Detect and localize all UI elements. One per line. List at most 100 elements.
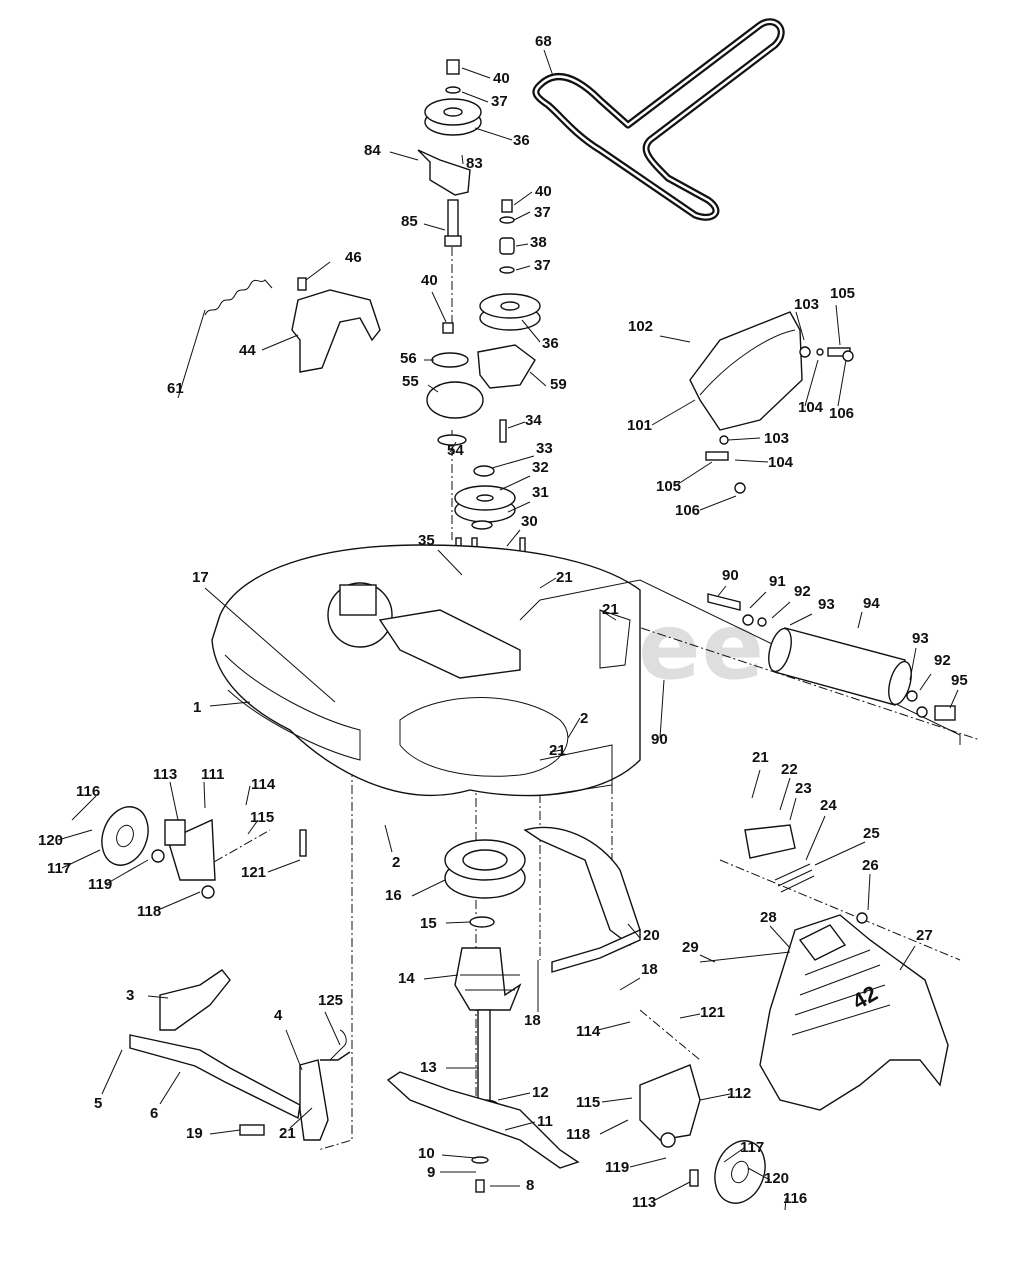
callout-leader: [529, 371, 547, 387]
callout-105: 105: [656, 478, 681, 495]
callout-leader: [919, 673, 932, 691]
callout-leader: [674, 461, 713, 487]
callout-leader: [61, 849, 101, 869]
callout-19: 19: [186, 1125, 203, 1142]
callout-leader: [659, 335, 691, 343]
callout-105: 105: [830, 285, 855, 302]
callout-4: 4: [274, 1007, 283, 1024]
callout-leader: [101, 1049, 123, 1095]
callout-leader: [427, 384, 439, 393]
callout-leader: [734, 459, 769, 463]
callout-30: 30: [521, 513, 538, 530]
callout-90: 90: [651, 731, 668, 748]
callout-37: 37: [534, 204, 551, 221]
callout-114: 114: [251, 776, 276, 793]
callout-leader: [437, 549, 463, 576]
callout-leader: [699, 954, 716, 963]
discharge-chute: 42: [699, 824, 949, 1111]
callout-84: 84: [364, 142, 381, 159]
callout-25: 25: [863, 825, 880, 842]
callout-leader: [461, 91, 489, 103]
callout-106: 106: [675, 502, 700, 519]
callout-leader: [599, 1119, 629, 1135]
callout-6: 6: [150, 1105, 158, 1122]
callout-93: 93: [818, 596, 835, 613]
gauge-wheel-left: [101, 806, 307, 899]
callout-leader: [245, 785, 251, 806]
callout-leader: [949, 689, 959, 709]
callout-leader: [599, 609, 617, 621]
callout-90: 90: [722, 567, 739, 584]
callout-leader: [515, 243, 529, 247]
callout-21: 21: [556, 569, 573, 586]
callout-119: 119: [88, 876, 112, 893]
callout-leader: [857, 611, 863, 629]
callout-40: 40: [493, 70, 510, 87]
callout-16: 16: [385, 887, 402, 904]
callout-leader: [789, 613, 813, 626]
callout-leader: [627, 923, 641, 939]
callout-leader: [445, 921, 471, 924]
callout-116: 116: [783, 1190, 807, 1207]
callout-leader: [749, 591, 767, 609]
callout-101: 101: [627, 417, 652, 434]
callout-leader: [679, 1013, 701, 1019]
callout-118: 118: [137, 903, 161, 920]
callout-21: 21: [602, 601, 619, 618]
belt-guard: [291, 277, 381, 373]
callout-leader: [209, 701, 251, 707]
callout-21: 21: [279, 1125, 296, 1142]
callout-leader: [423, 974, 459, 980]
callout-leader: [461, 154, 464, 165]
callout-21: 21: [549, 742, 566, 759]
callout-119: 119: [605, 1159, 629, 1176]
callout-117: 117: [740, 1139, 764, 1156]
callout-117: 117: [47, 860, 71, 877]
callout-leader: [771, 601, 791, 619]
callout-61: 61: [167, 380, 184, 397]
callout-leader: [209, 1129, 241, 1135]
callout-leader: [71, 795, 97, 821]
callout-34: 34: [525, 412, 542, 429]
callout-103: 103: [764, 430, 789, 447]
callout-leader: [717, 585, 727, 597]
tension-spring: [204, 279, 273, 316]
callout-54: 54: [447, 442, 464, 459]
callout-leader: [619, 977, 641, 991]
callout-leader: [654, 1181, 691, 1201]
callout-59: 59: [550, 376, 567, 393]
callout-112: 112: [727, 1085, 751, 1102]
callout-3: 3: [126, 987, 134, 1004]
callout-leader: [177, 309, 206, 399]
callout-leader: [204, 587, 336, 703]
callout-23: 23: [795, 780, 812, 797]
callout-125: 125: [318, 992, 343, 1009]
callout-leader: [769, 925, 791, 949]
callout-114: 114: [576, 1023, 601, 1040]
callout-91: 91: [769, 573, 786, 590]
callout-24: 24: [820, 797, 837, 814]
callout-2: 2: [580, 710, 588, 727]
callout-leader: [699, 495, 737, 511]
callout-leader: [723, 1147, 745, 1163]
callout-leader: [507, 421, 526, 429]
callout-leader: [699, 1093, 731, 1101]
callout-leader: [431, 291, 447, 323]
callout-leader: [659, 679, 665, 739]
callout-44: 44: [239, 342, 256, 359]
callout-leader: [491, 455, 535, 469]
callout-104: 104: [798, 399, 824, 416]
callout-113: 113: [632, 1194, 656, 1211]
callout-92: 92: [934, 652, 951, 669]
callout-31: 31: [532, 484, 549, 501]
callout-leader: [789, 797, 797, 821]
callout-92: 92: [794, 583, 811, 600]
callout-leader: [751, 769, 761, 799]
callout-leader: [423, 223, 446, 231]
callout-leader: [105, 859, 149, 885]
callout-113: 113: [153, 766, 177, 783]
callout-leader: [805, 815, 826, 861]
gauge-wheel-right: [639, 1064, 766, 1204]
callout-leader: [157, 891, 201, 911]
